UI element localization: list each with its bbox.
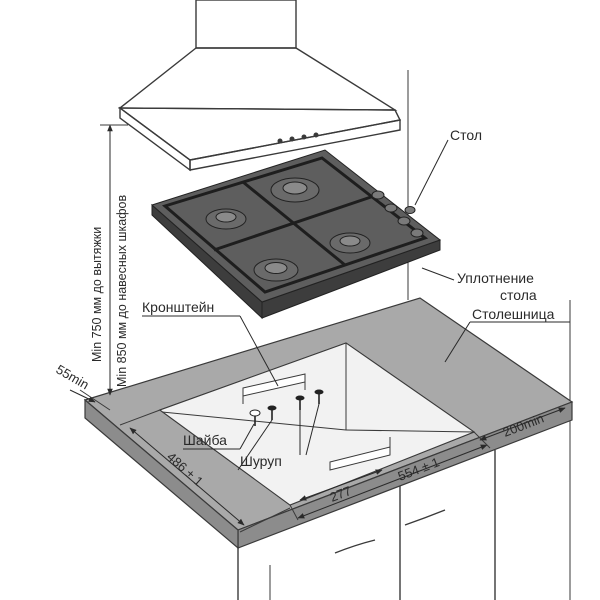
dimension-wall-offset bbox=[479, 407, 566, 441]
dimension-depth bbox=[119, 409, 291, 533]
label-table: Стол bbox=[450, 127, 482, 143]
label-hood-distance: Min 750 мм до вытяжки bbox=[90, 227, 104, 362]
knob-icon bbox=[404, 206, 416, 214]
washer-icon bbox=[249, 409, 261, 426]
dimension-bracket-offset bbox=[299, 469, 383, 501]
dimension-height bbox=[100, 124, 128, 396]
range-hood bbox=[117, 0, 402, 172]
label-screw: Шуруп bbox=[240, 453, 282, 469]
hob-knobs bbox=[371, 190, 424, 238]
knob-icon bbox=[410, 228, 424, 238]
hood-knob-icon bbox=[313, 132, 319, 138]
label-cabinet-distance: Min 850 мм до навесных шкафов bbox=[115, 195, 129, 387]
label-washer: Шайба bbox=[183, 432, 227, 448]
knob-icon bbox=[384, 203, 398, 213]
hood-knob-icon bbox=[277, 138, 283, 144]
hood-knob-icon bbox=[301, 134, 307, 140]
dimension-edge-offset bbox=[69, 389, 111, 411]
label-countertop: Столешница bbox=[472, 306, 555, 322]
hob-burners bbox=[205, 177, 371, 282]
screw-icon bbox=[295, 395, 305, 410]
label-seal-line2: стола bbox=[500, 287, 537, 303]
dim-bracket-offset: 277 bbox=[328, 483, 354, 505]
label-bracket: Кронштейн bbox=[142, 299, 214, 315]
mounting-bracket-back bbox=[242, 373, 306, 404]
knob-icon bbox=[397, 216, 411, 226]
knob-icon bbox=[371, 190, 385, 200]
screw-icon bbox=[314, 389, 324, 404]
hob-grates bbox=[161, 156, 429, 294]
gas-hob bbox=[151, 149, 442, 320]
hood-knob-icon bbox=[289, 136, 295, 142]
label-seal-line1: Уплотнение bbox=[457, 270, 534, 286]
screw-icon bbox=[267, 405, 277, 420]
dim-edge-offset: 55min bbox=[54, 362, 92, 393]
leader-lines bbox=[142, 139, 570, 471]
